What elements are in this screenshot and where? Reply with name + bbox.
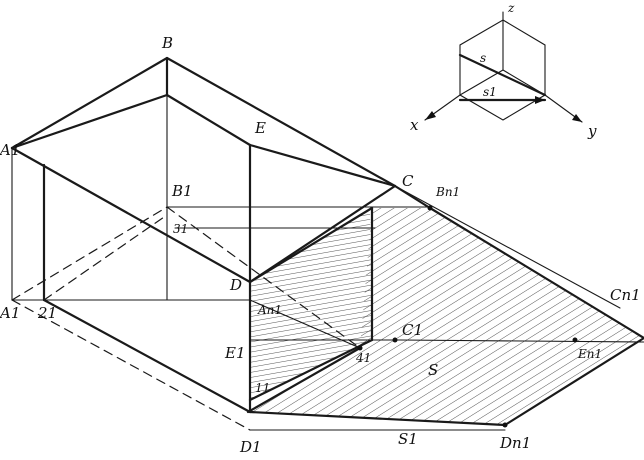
label-S1: S1: [398, 430, 418, 448]
label-A1-low: A1: [0, 304, 20, 322]
label-D: D: [229, 276, 242, 294]
construction-lines: [11, 94, 644, 431]
point-markers: [357, 205, 578, 428]
face-shadow-region: [250, 208, 372, 400]
ground-shadow-region: [248, 208, 644, 425]
label-Cn1: Cn1: [610, 286, 641, 304]
label-S: S: [428, 361, 438, 379]
axis-indicator: [424, 11, 583, 123]
axis-label-s: s: [480, 51, 486, 65]
axis-label-x: x: [410, 116, 419, 134]
solid-edges: [10, 56, 644, 427]
label-A1: A1: [0, 141, 20, 159]
label-Dn1: Dn1: [499, 434, 531, 452]
label-E1: E1: [224, 344, 246, 362]
hidden-lines: [11, 206, 361, 431]
label-E: E: [254, 119, 266, 137]
label-B1: B1: [171, 182, 193, 200]
label-11: 11: [255, 381, 270, 395]
label-C: C: [402, 172, 414, 190]
label-An1: An1: [257, 303, 282, 317]
label-31: 31: [173, 222, 188, 236]
label-B: B: [161, 34, 173, 52]
label-21: 21: [37, 304, 57, 322]
label-Bn1: Bn1: [435, 185, 460, 199]
axis-label-y: y: [587, 122, 597, 140]
axis-label-s1: s1: [483, 85, 497, 99]
label-D1: D1: [239, 438, 262, 456]
label-En1: En1: [577, 347, 602, 361]
axis-label-z: z: [507, 1, 515, 15]
label-41: 41: [355, 351, 371, 365]
label-C1: C1: [402, 321, 423, 339]
